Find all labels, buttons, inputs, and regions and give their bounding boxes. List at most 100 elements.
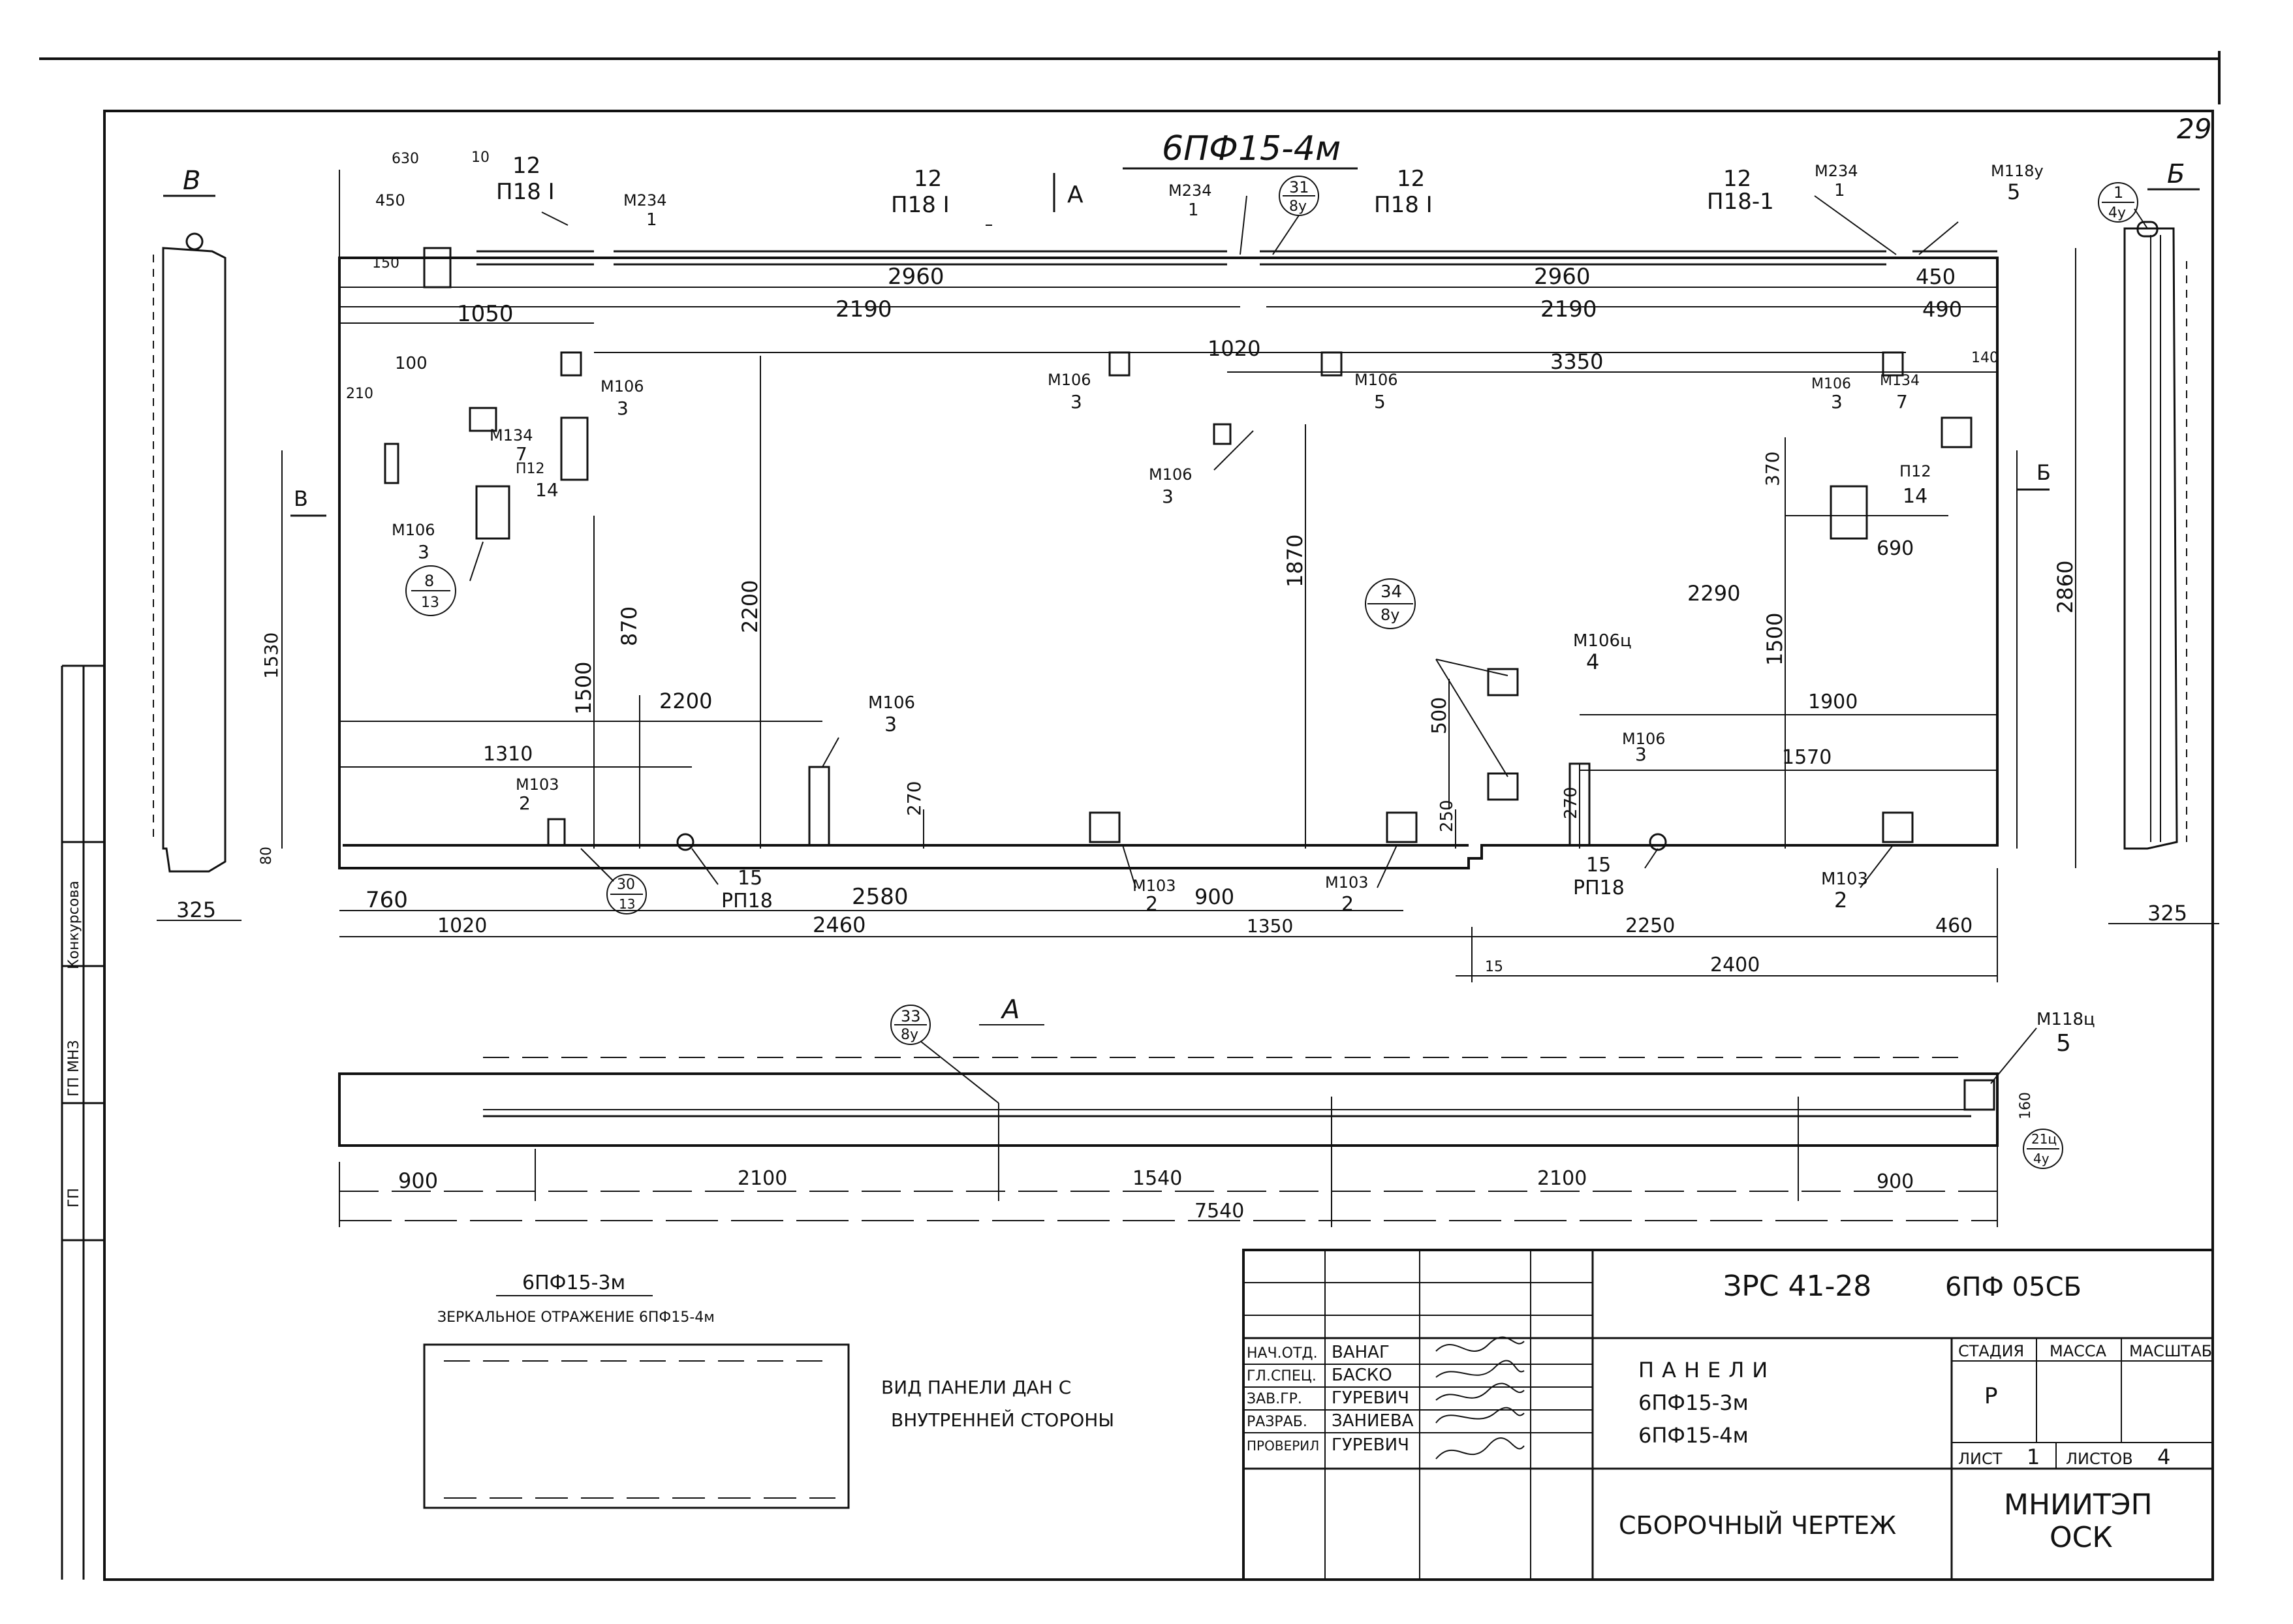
m134-left-n: 7 bbox=[516, 443, 527, 465]
header-sheet: ЛИСТ bbox=[1958, 1450, 2003, 1468]
p12-left: П12 bbox=[516, 461, 545, 477]
dim-2200v: 2200 bbox=[738, 580, 762, 633]
dim-b1350: 1350 bbox=[1247, 915, 1293, 937]
view-a-m118-n: 5 bbox=[2056, 1030, 2071, 1057]
doc-code: ЗРС 41-28 bbox=[1723, 1270, 1871, 1303]
section-a-arrow: А bbox=[1067, 181, 1084, 208]
p12-right-n: 14 bbox=[1903, 485, 1927, 508]
side-view-b: Б 325 1 4у bbox=[2098, 159, 2219, 926]
staff-3-name: ЗАНИЕВА bbox=[1332, 1411, 1414, 1431]
staff-0-role: НАЧ.ОТД. bbox=[1247, 1345, 1318, 1362]
dim-450: 450 bbox=[375, 191, 405, 210]
arrow-v-label: В bbox=[294, 486, 308, 511]
view-note-line1: ВИД ПАНЕЛИ ДАН С bbox=[881, 1377, 1071, 1398]
view-a-dim-0: 900 bbox=[398, 1168, 438, 1193]
rp18-left-n: 15 bbox=[738, 867, 762, 890]
view-a-callout-top: 33 bbox=[901, 1007, 921, 1025]
m103-1: М103 bbox=[516, 775, 559, 794]
staff-2-role: ЗАВ.ГР. bbox=[1247, 1391, 1302, 1407]
m103-4n: 2 bbox=[1834, 888, 1847, 913]
side-view-v: В 325 bbox=[153, 166, 242, 922]
dim-1310: 1310 bbox=[483, 743, 533, 766]
dim-690: 690 bbox=[1877, 537, 1914, 560]
staff-0-name: ВАНАГ bbox=[1332, 1343, 1390, 1362]
rp18-right: РП18 bbox=[1573, 877, 1625, 899]
dim-b15: 15 bbox=[1485, 959, 1503, 975]
m106-1: М106 bbox=[601, 377, 644, 396]
m106-2: М106 bbox=[1048, 371, 1091, 389]
m234-left-n: 1 bbox=[646, 210, 657, 230]
rp18-right-n: 15 bbox=[1586, 854, 1611, 877]
p18-rm-num: 12 bbox=[1397, 166, 1425, 192]
p18-r-num: 12 bbox=[1723, 166, 1751, 192]
p18-r: П18-1 bbox=[1707, 189, 1774, 215]
m103-2n: 2 bbox=[1146, 893, 1158, 916]
dim-1570: 1570 bbox=[1782, 746, 1832, 769]
sheets-value: 4 bbox=[2157, 1444, 2170, 1469]
sheet-code: 6ПФ 05СБ bbox=[1945, 1272, 2082, 1302]
sheet-frame: 29 bbox=[39, 51, 2221, 1581]
staff-1-name: БАСКО bbox=[1332, 1366, 1392, 1385]
dim-2200h: 2200 bbox=[659, 689, 712, 713]
dim-370: 370 bbox=[1762, 452, 1783, 486]
signature-marks bbox=[1435, 1336, 1525, 1460]
dim-150: 150 bbox=[372, 255, 399, 272]
mirror-text: ЗЕРКАЛЬНОЕ ОТРАЖЕНИЕ 6ПФ15-4м bbox=[437, 1309, 715, 1326]
dim-1870: 1870 bbox=[1283, 535, 1307, 587]
m134-right-n: 7 bbox=[1896, 391, 1908, 413]
header-scale: МАСШТАБ bbox=[2129, 1342, 2212, 1360]
m234-right-n: 1 bbox=[1834, 181, 1845, 200]
p18-tl-num: 12 bbox=[512, 153, 540, 179]
m106-5n: 3 bbox=[418, 541, 429, 563]
mirror-note: 6ПФ15-3м ЗЕРКАЛЬНОЕ ОТРАЖЕНИЕ 6ПФ15-4м В… bbox=[423, 1272, 1114, 1509]
dim-b2580: 2580 bbox=[852, 884, 909, 910]
dim-b2400: 2400 bbox=[1710, 954, 1760, 976]
dim-1050: 1050 bbox=[457, 301, 514, 327]
m106-3n: 3 bbox=[1162, 486, 1174, 507]
staff-1-role: ГЛ.СПЕЦ. bbox=[1247, 1368, 1317, 1384]
mirror-title: 6ПФ15-3м bbox=[522, 1272, 625, 1294]
m106-6n: 3 bbox=[1831, 391, 1843, 413]
m103-2: М103 bbox=[1132, 877, 1176, 895]
view-a-overall: 7540 bbox=[1194, 1200, 1244, 1223]
dim-top-2960b: 2960 bbox=[1534, 264, 1591, 290]
m106-2n: 3 bbox=[1070, 391, 1082, 413]
dim-2290: 2290 bbox=[1687, 581, 1740, 606]
page-number: 29 bbox=[2177, 113, 2211, 145]
dim-2190a: 2190 bbox=[835, 296, 892, 322]
staff-3-role: РАЗРАБ. bbox=[1247, 1414, 1307, 1430]
m106-1n: 3 bbox=[617, 398, 629, 419]
view-a-callout-r-top: 21ц bbox=[2031, 1131, 2057, 1147]
p18-mid: П18 I bbox=[891, 192, 950, 218]
m106u-n: 4 bbox=[1586, 649, 1599, 674]
product-line1: ПАНЕЛИ bbox=[1638, 1358, 1775, 1382]
dim-1500a: 1500 bbox=[571, 662, 596, 715]
dim-250: 250 bbox=[1437, 800, 1457, 832]
view-a-dim-3: 2100 bbox=[1537, 1167, 1587, 1190]
view-a-callout-bottom: 8у bbox=[901, 1027, 918, 1043]
m103-3n: 2 bbox=[1341, 893, 1354, 916]
header-sheets: ЛИСТОВ bbox=[2066, 1450, 2133, 1468]
dim-top-450: 450 bbox=[1916, 264, 1956, 289]
dim-b460: 460 bbox=[1935, 914, 1973, 937]
dim-270a: 270 bbox=[903, 781, 925, 816]
m234-mid-n: 1 bbox=[1188, 200, 1199, 220]
callout-1-top: 1 bbox=[2114, 183, 2123, 202]
org-line1: МНИИТЭП bbox=[2004, 1488, 2153, 1522]
arrow-b-label: Б bbox=[2036, 460, 2051, 485]
m103-3: М103 bbox=[1325, 873, 1369, 892]
dim-b2460: 2460 bbox=[813, 913, 866, 937]
view-a-dim-2: 1540 bbox=[1132, 1167, 1182, 1190]
callout-2-top: 8 bbox=[424, 572, 434, 590]
callout-0-bottom: 8у bbox=[1289, 198, 1307, 215]
callout-0-top: 31 bbox=[1289, 178, 1309, 196]
dim-2190b: 2190 bbox=[1540, 296, 1597, 322]
side-view-b-dim: 325 bbox=[2147, 901, 2187, 926]
m118-top-n: 5 bbox=[2007, 180, 2020, 204]
main-view-title: 6ПФ15-4м bbox=[1162, 129, 1341, 168]
dim-b900: 900 bbox=[1194, 884, 1234, 909]
strip-name: Конкурсова bbox=[66, 881, 82, 969]
m106-7: М106 bbox=[868, 693, 915, 713]
m234-left: М234 bbox=[623, 191, 667, 210]
